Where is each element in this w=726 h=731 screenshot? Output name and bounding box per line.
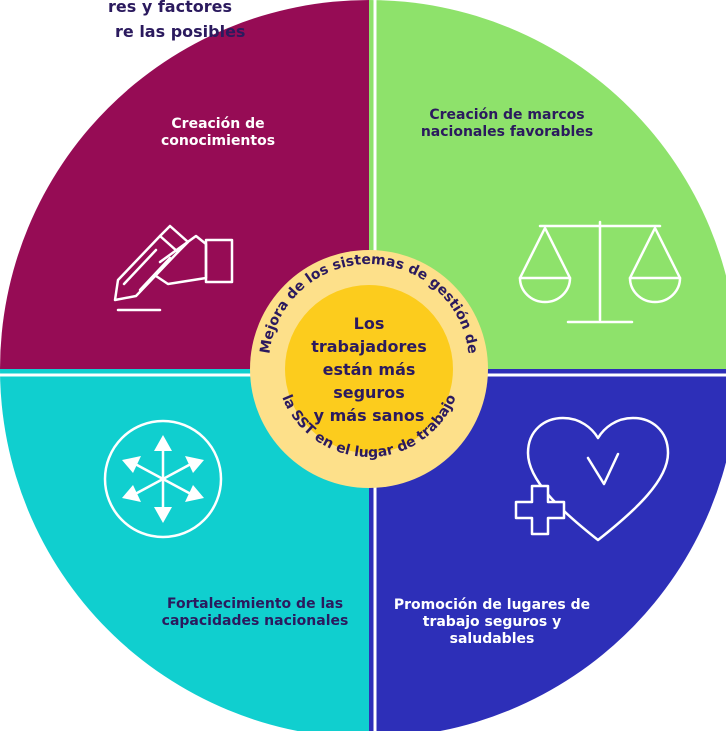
balance-scale-icon — [518, 220, 682, 324]
label-safe-workplaces: Promoción de lugares de trabajo seguros … — [393, 597, 591, 647]
label-national-capacities: Fortalecimiento de las capacidades nacio… — [161, 596, 349, 629]
quadrant-knowledge — [0, 0, 369, 369]
corner-heading-line-2: re las posibles — [115, 22, 246, 41]
center-line-1: Los — [353, 314, 385, 333]
center-message: Los trabajadores están más seguros y más… — [304, 312, 434, 427]
quadrant-workplaces — [369, 369, 726, 731]
label-national-frameworks: Creación de marcos nacionales favorables — [420, 107, 594, 140]
heart-check-plus-icon — [514, 416, 670, 542]
pen-hand-icon — [113, 224, 234, 312]
center-line-4: seguros — [333, 383, 405, 402]
center-line-5: y más sanos — [313, 406, 425, 425]
corner-heading-fragment: res y factores re las posibles — [0, 0, 260, 44]
corner-heading-line-1: res y factores — [108, 0, 232, 16]
label-knowledge-creation: Creación de conocimientos — [160, 116, 276, 149]
arrows-outward-icon — [103, 419, 223, 539]
center-line-2: trabajadores — [311, 337, 427, 356]
quadrant-capacities — [0, 369, 369, 731]
center-core — [285, 285, 453, 453]
center-line-3: están más — [322, 360, 416, 379]
